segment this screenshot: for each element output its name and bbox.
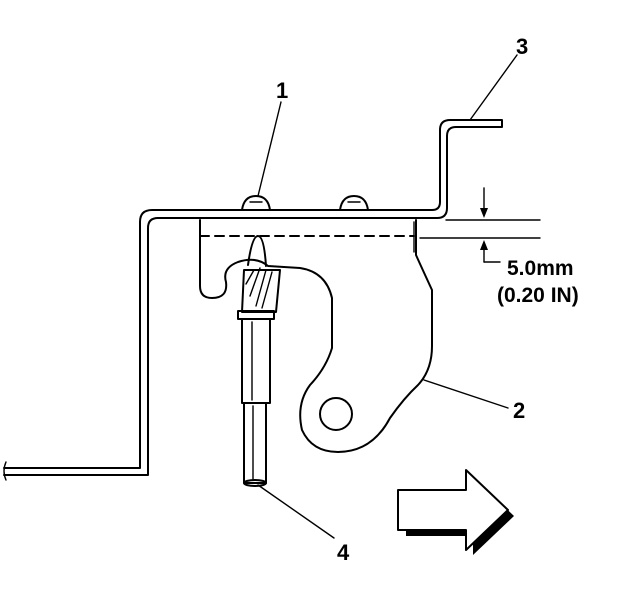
dimension-metric: 5.0mm (507, 257, 574, 280)
direction-arrow-icon (397, 469, 514, 555)
callout-3: 3 (516, 34, 528, 59)
callout-4: 4 (337, 540, 350, 565)
callout-2: 2 (513, 398, 525, 423)
fastener-rivets (241, 195, 369, 211)
dimension-imperial: (0.20 IN) (497, 284, 579, 307)
callout-1: 1 (276, 78, 288, 103)
cable-end-fitting (237, 267, 281, 487)
dimension-marker (419, 187, 541, 263)
cable-support-plate (199, 219, 433, 453)
leader-lines (257, 54, 518, 539)
bracket-panel (3, 119, 503, 481)
